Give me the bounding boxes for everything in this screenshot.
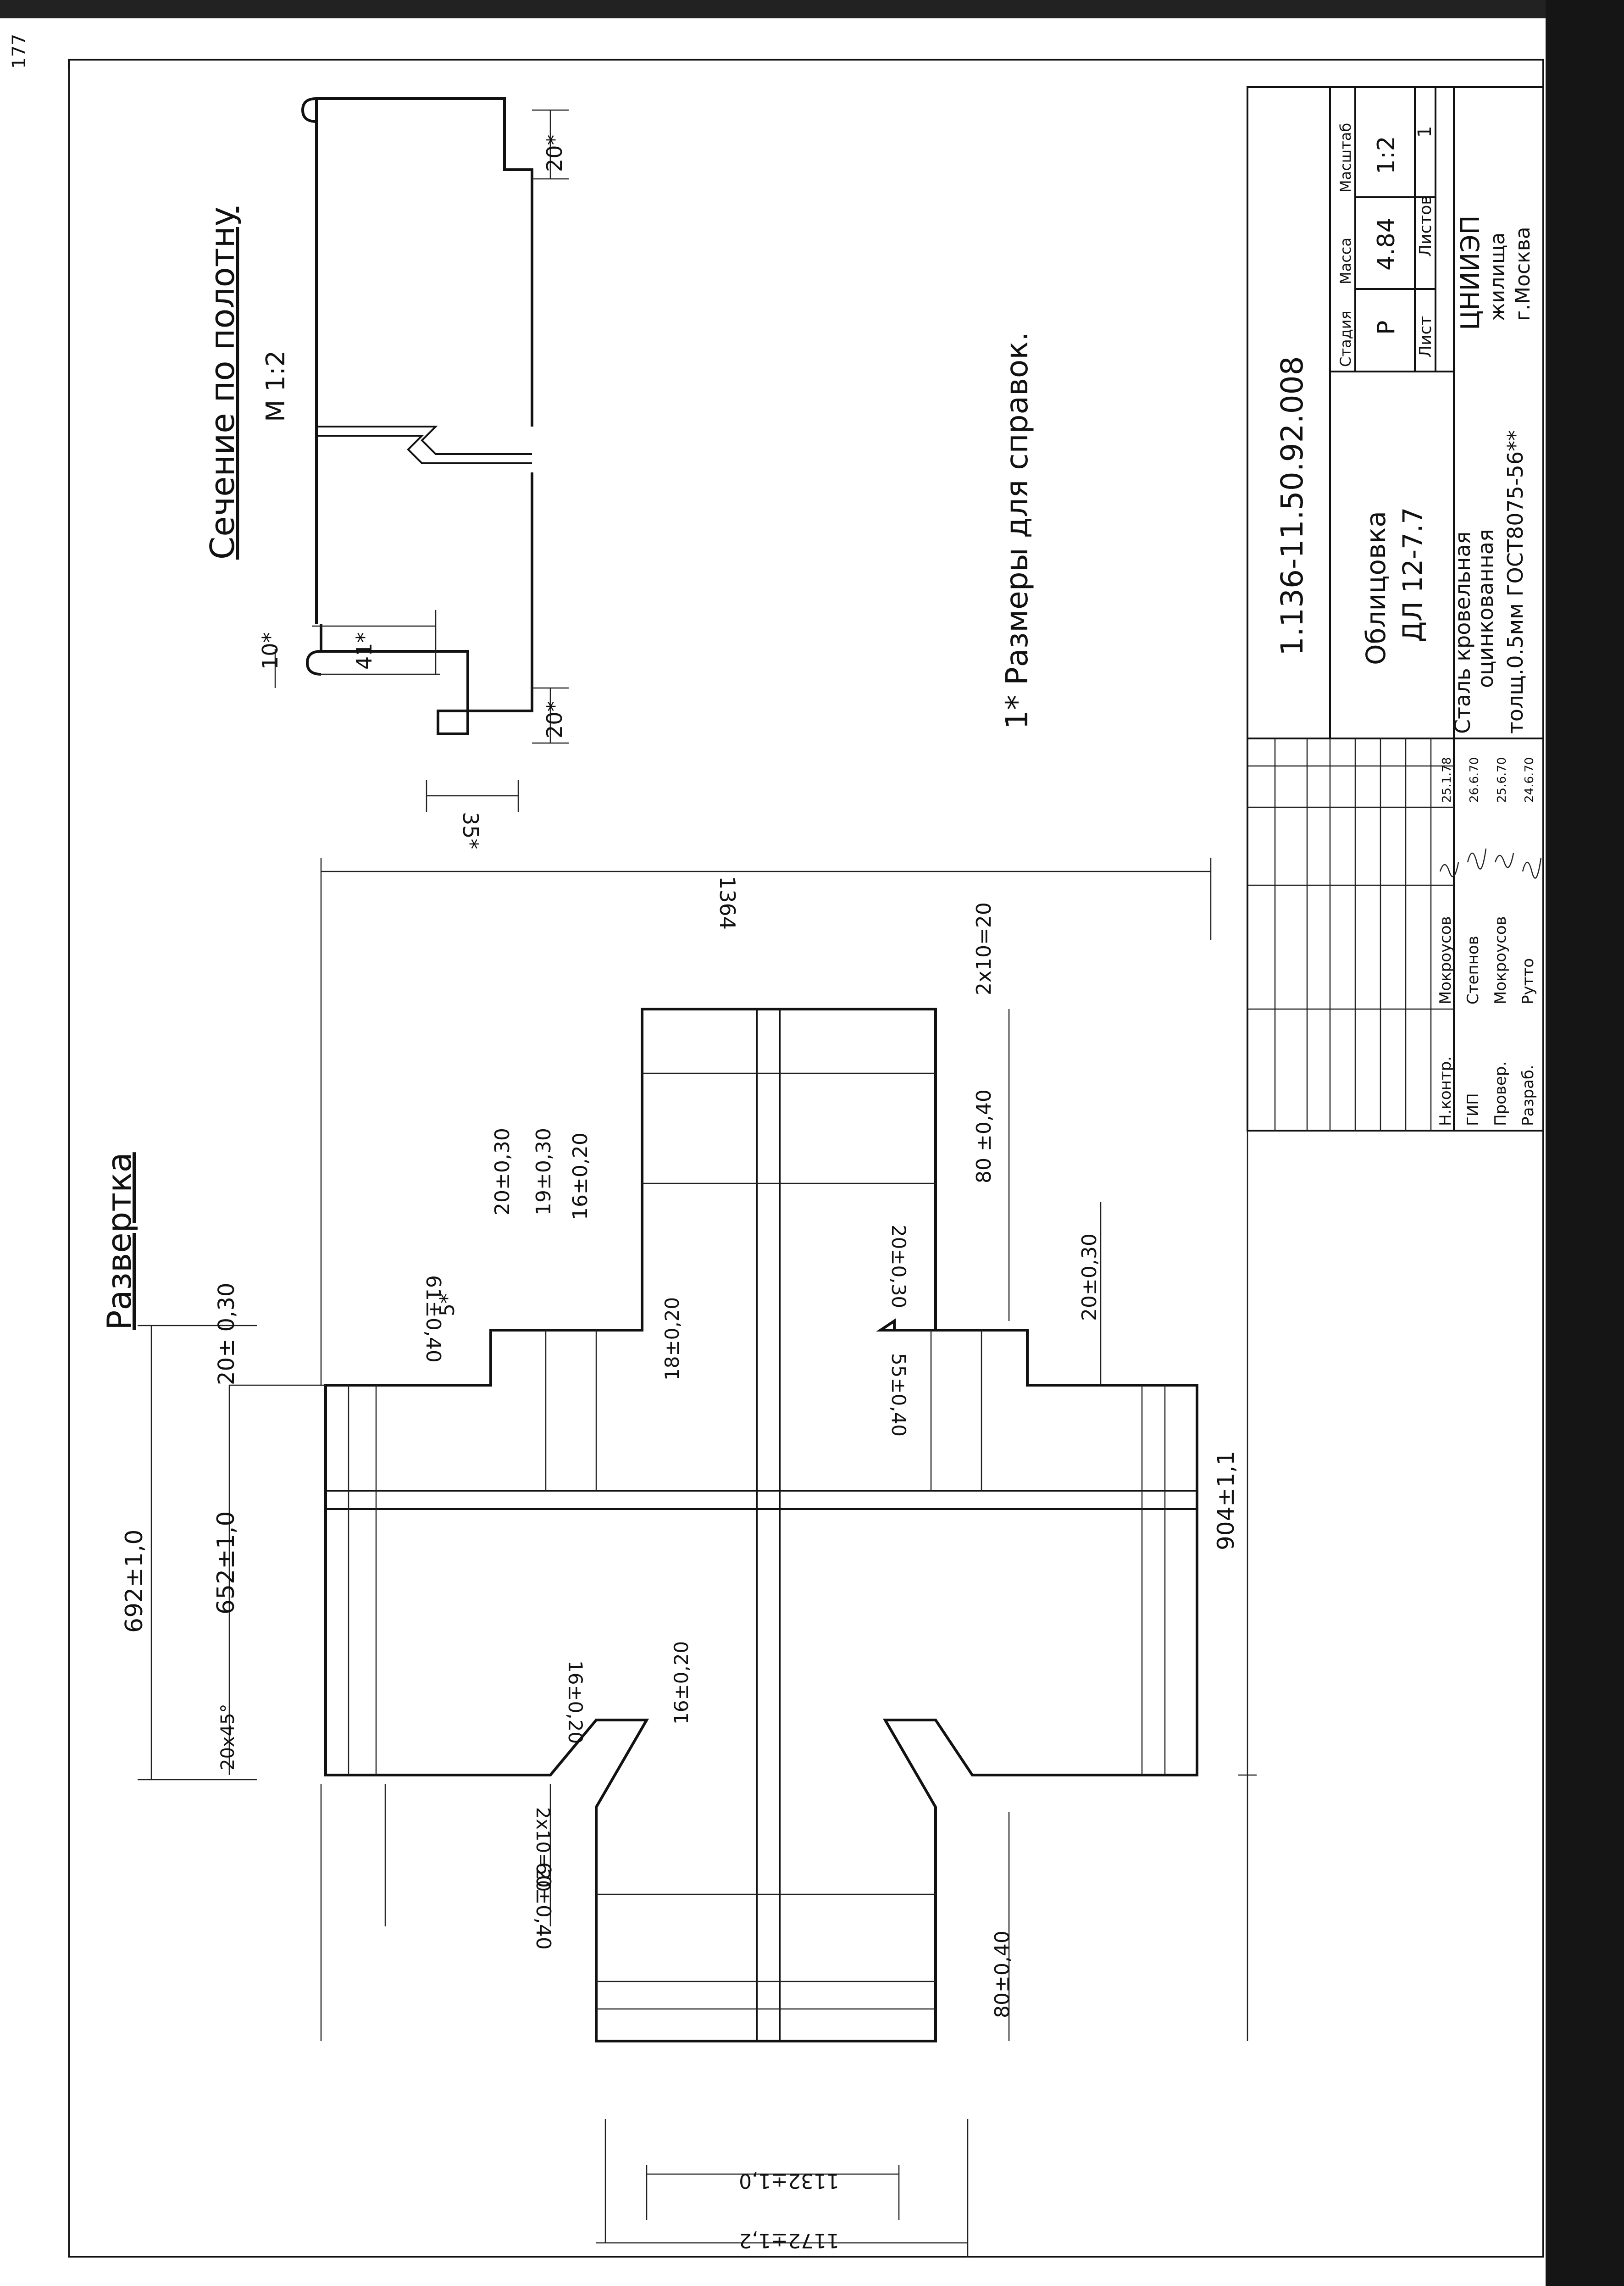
- section-dimension-lines: [274, 109, 569, 812]
- section-break-mark-2: [316, 435, 532, 464]
- date-prover: 25.6.70: [1495, 757, 1509, 803]
- dim-652: 652±1,0: [212, 1511, 240, 1615]
- material-line-2: оцинкованная: [1473, 529, 1498, 688]
- dim-20-030-top: 20± 0,30: [214, 1283, 239, 1385]
- date-n-kontr: 25.1.78: [1440, 757, 1454, 803]
- org-line-1: ЦНИИЭП: [1456, 215, 1485, 330]
- header-mass: Масса: [1337, 238, 1354, 284]
- dim-20-030-right-a: 20±0,30: [887, 1225, 910, 1308]
- material-line-1: Сталь кровельная: [1450, 532, 1475, 734]
- section-bottom-bend: [305, 650, 321, 676]
- value-mass: 4.84: [1373, 217, 1400, 271]
- section-dim-35: 35*: [458, 812, 483, 849]
- section-break-mark: [316, 426, 532, 455]
- org-line-3: г.Москва: [1511, 227, 1535, 321]
- product-name: Облицовка: [1360, 511, 1391, 665]
- dim-80-040-left: 80±0,40: [991, 1931, 1014, 2018]
- header-stage: Стадия: [1337, 311, 1354, 367]
- date-gip: 26.6.70: [1468, 757, 1481, 803]
- dim-19-030: 19±0,30: [532, 1128, 555, 1215]
- page-number: 177: [9, 34, 30, 69]
- section-profile-outline: [315, 97, 533, 735]
- dim-2x10-20-right: 2х10=20: [972, 902, 996, 995]
- section-dim-10: 10*: [258, 632, 283, 670]
- blank-outline: [324, 1008, 1198, 2042]
- section-dim-20-top: 20*: [542, 134, 567, 172]
- name-prover: Мокроусов: [1491, 916, 1510, 1004]
- section-top-bend: [301, 97, 317, 123]
- dim-5: 5*: [436, 1293, 459, 1316]
- dim-904: 904±1,1: [1213, 1451, 1239, 1550]
- value-scale: 1:2: [1373, 136, 1400, 174]
- blank-dimension-lines: [138, 858, 1257, 2257]
- dim-20-030-notch: 20±0,30: [491, 1128, 514, 1215]
- dim-18-020: 18±0,20: [661, 1297, 683, 1381]
- value-stage: Р: [1373, 321, 1400, 335]
- sheets-label: Листов: [1416, 195, 1435, 257]
- dim-20-030-right-b: 20±0,30: [1078, 1233, 1101, 1321]
- dim-20x45: 20х45°: [217, 1704, 238, 1770]
- dim-16-020-lower-a: 16±0,20: [564, 1660, 587, 1744]
- dim-61-040: 61±0,40: [421, 1275, 445, 1363]
- role-prover: Провер.: [1491, 1061, 1510, 1126]
- name-n-kontr: Мокроусов: [1436, 916, 1455, 1004]
- dim-692: 692±1,0: [121, 1529, 148, 1633]
- sheets-value: 1: [1414, 126, 1436, 138]
- section-dim-20-bottom: 20*: [542, 701, 567, 738]
- razvertka-title: Развертка: [100, 1152, 139, 1330]
- dim-1132: 1132±1,0: [739, 2169, 839, 2192]
- product-mark: ДЛ 12-7.7: [1397, 507, 1428, 642]
- title-block: [1247, 86, 1544, 1132]
- role-gip: ГИП: [1464, 1093, 1482, 1126]
- org-line-2: жилища: [1486, 233, 1509, 321]
- dim-16-020-lower-b: 16±0,20: [670, 1641, 693, 1725]
- dim-80-040-right: 80 ±0,40: [972, 1089, 996, 1183]
- role-n-kontr: Н.контр.: [1436, 1056, 1455, 1126]
- scan-right-edge: [1546, 0, 1624, 2286]
- dim-2x10-20-left: 2х10=20: [532, 1807, 553, 1892]
- name-gip: Степнов: [1464, 936, 1482, 1004]
- section-profile: [301, 97, 533, 735]
- section-title: Сечение по полотну: [203, 207, 242, 560]
- signatures: [1439, 848, 1542, 879]
- dim-1364: 1364: [715, 876, 740, 930]
- date-razrab: 24.6.70: [1523, 757, 1536, 803]
- dim-16-020-notch: 16±0,20: [569, 1132, 592, 1220]
- scan-top-edge: [0, 0, 1624, 18]
- dim-55-040: 55±0,40: [887, 1353, 910, 1437]
- dim-60-040: 60±0,40: [532, 1862, 555, 1950]
- section-dim-41: 41*: [352, 632, 377, 670]
- doc-code: 1.136-11.50.92.008: [1275, 356, 1310, 656]
- reference-note: 1* Размеры для справок.: [999, 332, 1035, 729]
- blank-upper-outline: [324, 1008, 1198, 2042]
- sheet-label: Лист: [1416, 316, 1435, 358]
- role-razrab: Разраб.: [1519, 1065, 1537, 1126]
- name-razrab: Рутто: [1519, 958, 1537, 1004]
- material-line-3: толщ.0.5мм ГОСТ8075-56**: [1503, 430, 1528, 734]
- section-scale: М 1:2: [261, 350, 291, 422]
- header-scale: Масштаб: [1337, 123, 1354, 193]
- dim-1172: 1172±1,2: [739, 2229, 839, 2252]
